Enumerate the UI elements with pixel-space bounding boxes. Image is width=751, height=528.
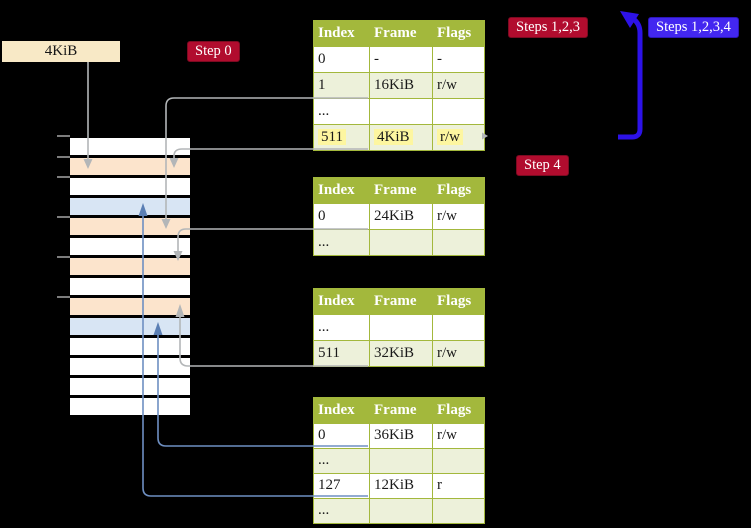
memory-row-free <box>70 398 190 418</box>
table-cell <box>369 229 433 256</box>
memory-row-page-table <box>70 218 190 238</box>
table-header-cell: Flags <box>432 288 485 315</box>
table-header-cell: Frame <box>369 288 433 315</box>
memory-tick <box>57 176 70 178</box>
memory-tick <box>57 216 70 218</box>
table-cell: r/w <box>432 124 485 151</box>
table-cell: ... <box>313 98 370 125</box>
table-row: ... <box>313 498 485 524</box>
memory-row-free <box>70 358 190 378</box>
table-cell: r/w <box>432 203 485 230</box>
table-cell <box>432 229 485 256</box>
table-cell: r/w <box>432 340 485 367</box>
table-row: ... <box>313 314 485 341</box>
table-cell: 511 <box>313 340 370 367</box>
badge-steps-1-2-3-4: Steps 1,2,3,4 <box>648 17 739 38</box>
memory-row-free <box>70 338 190 358</box>
memory-tick <box>57 256 70 258</box>
table-row: ... <box>313 448 485 474</box>
table-cell: ... <box>313 314 370 341</box>
memory-row-page-table <box>70 298 190 318</box>
table-header-cell: Frame <box>369 397 433 424</box>
table-cell: 4KiB <box>369 124 433 151</box>
table-cell: - <box>369 46 433 73</box>
table-cell <box>369 448 433 474</box>
table-cell: 0 <box>313 423 370 449</box>
table-cell <box>369 98 433 125</box>
table-cell: 0 <box>313 46 370 73</box>
table-cell <box>432 314 485 341</box>
memory-tick <box>57 156 70 158</box>
table-header-cell: Frame <box>369 20 433 47</box>
table-cell: 511 <box>313 124 370 151</box>
memory-row-free <box>70 278 190 298</box>
table-cell: r/w <box>432 72 485 99</box>
memory-row-free <box>70 378 190 398</box>
table-row: 0-- <box>313 46 485 73</box>
table-cell: ... <box>313 498 370 524</box>
table-cell <box>432 498 485 524</box>
table-header-cell: Flags <box>432 177 485 204</box>
memory-row-free <box>70 238 190 258</box>
table-row: ... <box>313 229 485 256</box>
table-cell: ... <box>313 448 370 474</box>
table-header-cell: Index <box>313 397 370 424</box>
table-header-cell: Index <box>313 20 370 47</box>
table-cell: ... <box>313 229 370 256</box>
memory-tick <box>57 135 70 137</box>
table-cell <box>369 498 433 524</box>
badge-step-0: Step 0 <box>187 41 240 62</box>
memory-row-free <box>70 138 190 158</box>
table-header-cell: Flags <box>432 20 485 47</box>
badge-step-4: Step 4 <box>516 155 569 176</box>
table-cell <box>369 314 433 341</box>
memory-address-label: 4KiB <box>2 41 120 62</box>
table-cell: 127 <box>313 473 370 499</box>
table-cell: r <box>432 473 485 499</box>
table-cell: 32KiB <box>369 340 433 367</box>
memory-tick <box>57 296 70 298</box>
memory-row-page-table <box>70 158 190 178</box>
memory-row-mapped-page <box>70 318 190 338</box>
table-cell: 12KiB <box>369 473 433 499</box>
table-cell: r/w <box>432 423 485 449</box>
badge-steps-1-2-3: Steps 1,2,3 <box>508 17 589 38</box>
table-header-cell: Index <box>313 288 370 315</box>
table-cell <box>432 98 485 125</box>
arrowhead-recursive-loop <box>620 11 639 28</box>
table-cell: 1 <box>313 72 370 99</box>
table-row: ... <box>313 98 485 125</box>
table-cell: 0 <box>313 203 370 230</box>
arrow-recursive-loop <box>618 15 643 140</box>
table-cell: 16KiB <box>369 72 433 99</box>
table-cell <box>432 448 485 474</box>
table-header-cell: Frame <box>369 177 433 204</box>
memory-row-page-table <box>70 258 190 278</box>
memory-row-mapped-page <box>70 198 190 218</box>
physical-memory-strip <box>70 136 190 418</box>
table-header-cell: Flags <box>432 397 485 424</box>
table-cell: - <box>432 46 485 73</box>
table-cell: 36KiB <box>369 423 433 449</box>
table-cell: 24KiB <box>369 203 433 230</box>
table-header-cell: Index <box>313 177 370 204</box>
memory-row-free <box>70 178 190 198</box>
